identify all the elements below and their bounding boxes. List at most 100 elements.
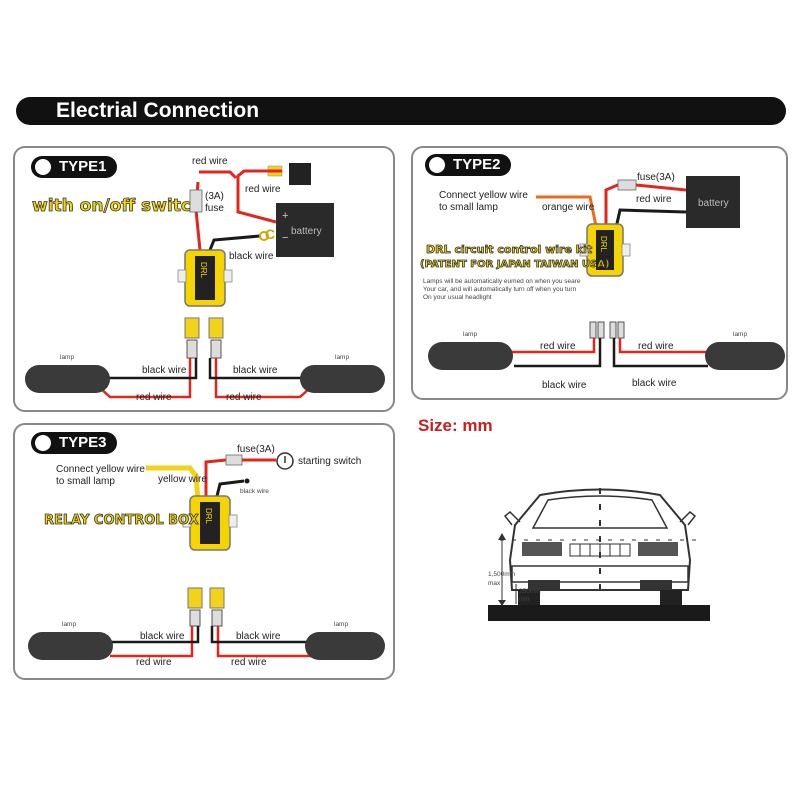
type2-lamp-left-icon (428, 342, 513, 370)
type3-yellow-wire (146, 465, 201, 501)
type3-starting-switch-label: starting switch (298, 456, 362, 467)
type3-connect-line2: to small lamp (56, 476, 115, 487)
car-drl-right-icon (640, 580, 672, 590)
type3-red-wire-right-label: red wire (231, 657, 267, 668)
ground-ring-icon (259, 231, 269, 241)
type1-red-wire-left-label: red wire (136, 392, 172, 403)
type2-red-wire-battery (635, 183, 687, 192)
type1-black-wire-box-label: black wire (229, 251, 274, 262)
size-label: Size: mm (418, 416, 493, 435)
type3-black-wire-left (110, 626, 200, 644)
car-height-label: 1,500mm (488, 571, 516, 578)
car-mirror-left (503, 510, 521, 526)
type3-black-wire-box-label: black wire (240, 488, 269, 495)
type3-drl-text: DRL (204, 508, 213, 525)
type3-yellow-wire-label: yellow wire (158, 474, 207, 485)
type3-connect-line1: Connect yellow wire (56, 464, 145, 475)
type1-lamp-left-icon (25, 365, 110, 393)
badge-dot-icon (35, 435, 51, 451)
car-windshield (531, 495, 669, 529)
type2-black-wire-battery (614, 208, 687, 229)
type2-note-line1: Lamps will be automatically eumed on whe… (423, 278, 581, 285)
car-headlight-right (638, 542, 678, 556)
type1-black-wire-right (208, 358, 302, 380)
type3-black-wire-right (210, 626, 312, 644)
type1-c-label: C (265, 226, 276, 242)
type2-drl-text: DRL (599, 236, 608, 253)
type3-red-wire-left-label: red wire (136, 657, 172, 668)
car-body-outline (508, 488, 692, 591)
type2-black-wire-right (612, 338, 708, 368)
type3-red-wire-fuse (204, 458, 227, 500)
type2-black-wire-right-label: black wire (632, 378, 677, 389)
car-drl-left-icon (528, 580, 560, 590)
type1-lamp-right-icon (300, 365, 385, 393)
starting-switch-icon (276, 452, 294, 470)
type1-red-wire-fuse (199, 170, 238, 180)
type2-kit-title: DRL circuit control wire kit (426, 243, 593, 257)
type3-black-wire-box (214, 479, 245, 501)
car-ground-label: 250mm (519, 588, 541, 595)
type3-lamp-left-label: lamp (62, 621, 77, 628)
car-mirror-right (679, 510, 697, 526)
type1-battery-icon (276, 203, 334, 257)
badge-dot-icon (429, 157, 445, 173)
type2-black-wire-left-label: black wire (542, 380, 587, 391)
type3-relay-title: RELAY CONTROL BOX (44, 513, 199, 529)
type3-fuse-label: fuse(3A) (237, 444, 275, 455)
type3-lamp-right-label: lamp (334, 621, 349, 628)
type3-badge: TYPE3 (31, 432, 117, 454)
car-bumper (511, 565, 689, 583)
type1-black-wire-left-label: black wire (142, 365, 187, 376)
type2-battery-icon (686, 176, 740, 228)
car-height-max: max (488, 580, 501, 587)
type2-lamp-left-label: lamp (463, 331, 478, 338)
type2-lamp-right-label: lamp (733, 331, 748, 338)
type3-black-wire-right-label: black wire (236, 631, 281, 642)
type1-battery-label: battery (291, 226, 322, 237)
type2-note-line2: Your car, and will automatically turn of… (423, 286, 577, 293)
ground-bar (488, 605, 710, 621)
type3-badge-label: TYPE3 (59, 434, 107, 451)
car-headlight-left (522, 542, 562, 556)
type2-fuse-label: fuse(3A) (637, 172, 675, 183)
type2-battery-label: battery (698, 198, 729, 209)
type1-badge: TYPE1 (31, 156, 117, 178)
type1-drl-text: DRL (199, 262, 208, 279)
type2-lamp-right-icon (705, 342, 785, 370)
type2-badge-label: TYPE2 (453, 156, 501, 173)
type1-fuse-icon (189, 189, 203, 213)
type1-red-wire-right-label: red wire (226, 392, 262, 403)
type2-red-wire-right (618, 338, 706, 354)
battery-plus-icon: + (282, 210, 288, 222)
type2-badge: TYPE2 (425, 154, 511, 176)
type2-red-wire-right-label: red wire (638, 341, 674, 352)
type2-patent: (PATENT FOR JAPAN TAIWAN USA) (420, 259, 610, 271)
type2-black-wire-left (514, 338, 602, 368)
badge-dot-icon (35, 159, 51, 175)
type2-red-wire-left (512, 338, 596, 354)
type1-lamp-left-label: lamp (60, 354, 75, 361)
type2-connect-line2: to small lamp (439, 202, 498, 213)
type1-red-wire-switch (236, 169, 282, 224)
type1-red-wire-top-label: red wire (192, 156, 228, 167)
type3-black-wire-left-label: black wire (140, 631, 185, 642)
type1-fuse-rating: (3A) (205, 191, 224, 202)
header-title: Electrial Connection (56, 99, 260, 122)
battery-minus-icon: − (282, 232, 288, 244)
type2-red-wire-left-label: red wire (540, 341, 576, 352)
type2-connect-line1: Connect yellow wire (439, 190, 528, 201)
type1-red-wire-battery-label: red wire (245, 184, 281, 195)
type3-lamp-left-icon (28, 632, 113, 660)
type2-note-line3: On your usual headlight (423, 294, 492, 301)
section-header: Electrial Connection (16, 97, 786, 125)
type3-red-wire-right (216, 626, 312, 658)
type1-fuse-label: fuse (205, 203, 224, 214)
type1-subtitle: with on/off switch (32, 196, 204, 217)
type1-black-wire-right-label: black wire (233, 365, 278, 376)
type1-switch-icon (289, 163, 311, 185)
